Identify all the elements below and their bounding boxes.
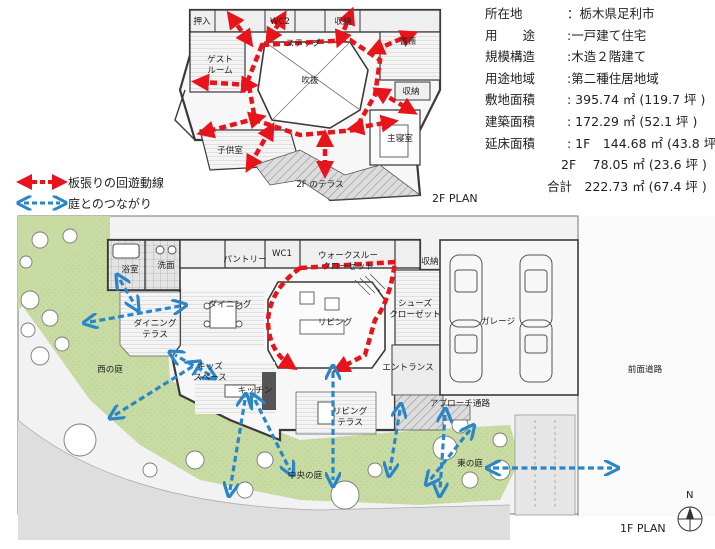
info-row: 用途地域:第二種住居地域	[485, 70, 659, 86]
legend-icons	[16, 174, 68, 203]
label-approach: アプローチ通路	[430, 397, 491, 409]
info-row: 規模構造:木造２階建て	[485, 49, 647, 65]
label-guest-2: ルーム	[207, 65, 233, 76]
label-garage: ガレージ	[481, 316, 516, 327]
label-shoes-1: シューズ	[398, 297, 432, 309]
label-shoes-2: クローゼット	[389, 308, 441, 320]
info-row: 延床面積: 1F 144.68 ㎡ (43.8 坪 )	[485, 135, 715, 151]
label-fukinuke: 吹抜	[301, 74, 319, 86]
label-wc1: WC1	[272, 249, 292, 259]
label-guest: ゲスト	[207, 53, 233, 65]
label-walkin-1: ウォークスルー	[318, 250, 378, 261]
label-kids-space-2: スペース	[193, 373, 226, 383]
garage	[439, 239, 579, 396]
label-entrance: エントランス	[382, 362, 433, 373]
info-row: 敷地面積: 395.74 ㎡ (119.7 坪 )	[485, 92, 706, 108]
label-living: リビング	[318, 316, 353, 328]
info-row: 建築面積: 172.29 ㎡ (52.1 坪 )	[485, 113, 698, 129]
label-front-road: 前面道路	[628, 363, 663, 375]
label-dining-terrace-2: テラス	[142, 329, 168, 340]
label-storage-2f-1: 収納	[334, 15, 351, 27]
info-row-total: 合計 222.73 ㎡ (67.4 坪 )	[547, 178, 707, 194]
label-dining-terrace-1: ダイニング	[134, 317, 177, 329]
label-wash: 洗面	[157, 259, 175, 271]
north-arrow-icon	[677, 506, 703, 532]
blue-garden-arrows	[90, 280, 612, 490]
label-oshiire: 押入	[193, 15, 211, 27]
label-dining: ダイニング	[209, 298, 252, 310]
label-kids-space-1: キッズ	[197, 360, 223, 372]
label-storage-2f-2: 収納	[402, 85, 419, 97]
label-terrace-2f: 2F のテラス	[296, 179, 343, 190]
label-master: 主寝室	[387, 132, 413, 144]
legend-blue-label: 庭とのつながり	[68, 197, 152, 211]
label-wc2: WC2	[270, 17, 290, 27]
info-row-2f: 2F 78.05 ㎡ (23.6 坪 )	[561, 157, 707, 173]
label-east-garden: 東の庭	[457, 457, 483, 469]
label-living-terrace-2: テラス	[337, 417, 363, 428]
label-step: ステップ	[286, 38, 321, 49]
plan-1f-title: 1F PLAN	[620, 522, 666, 535]
label-pantry: パントリー	[223, 254, 266, 265]
label-west-garden: 西の庭	[97, 363, 123, 375]
label-kitchen: キッチン	[238, 385, 272, 396]
label-center-garden: 中央の庭	[288, 469, 323, 481]
info-row: 用 途:一戸建て住宅	[485, 27, 647, 43]
label-bath: 浴室	[121, 263, 139, 275]
label-living-terrace-1: リビング	[333, 405, 368, 417]
red-circulation-arrows	[191, 6, 419, 373]
north-label: N	[686, 490, 693, 501]
info-row: 所在地：栃木県足利市	[485, 6, 655, 21]
legend-red-label: 板張りの回遊動線	[68, 176, 165, 190]
plan-2f-title: 2F PLAN	[432, 192, 478, 205]
label-study: 書斎	[399, 35, 417, 47]
label-walkin-2: クローゼット	[322, 260, 374, 272]
project-info: 所在地：栃木県足利市 用 途:一戸建て住宅 規模構造:木造２階建て 用途地域:第…	[485, 3, 715, 197]
label-storage-1f: 収納	[421, 255, 438, 267]
label-kids: 子供室	[217, 144, 243, 156]
